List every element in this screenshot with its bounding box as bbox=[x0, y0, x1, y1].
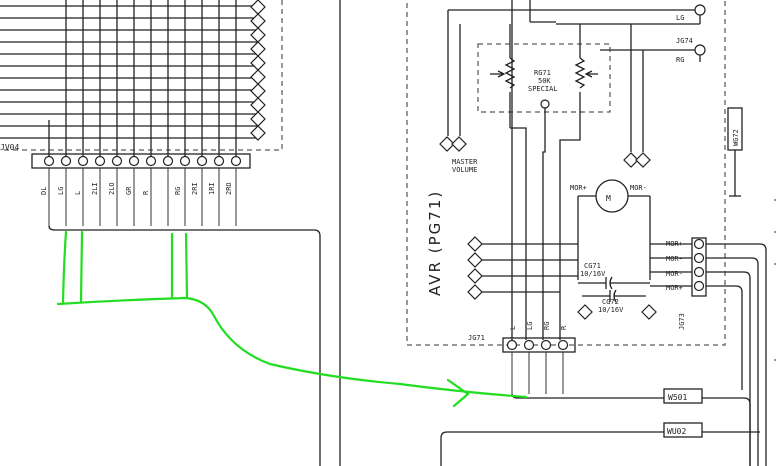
jg71-connector: JG71 L LG RG R bbox=[468, 322, 576, 353]
wg72-box: WG72 bbox=[727, 107, 743, 197]
jg71-pin: RG bbox=[543, 322, 551, 330]
pot-type: SPECIAL bbox=[528, 85, 558, 93]
cg72-value: 10/16V bbox=[598, 306, 624, 314]
rg71-potentiometer: RG71 50K SPECIAL bbox=[477, 24, 611, 128]
jg74-label: JG74 bbox=[676, 37, 693, 45]
pot-ref: RG71 bbox=[534, 69, 551, 77]
jv04-pin-labels: DL LG L 2LI 2LO GR R RG 2RI 1RI 2RO bbox=[40, 182, 233, 195]
motor-plus-label: MOR+ bbox=[570, 184, 587, 192]
jg73-connector: MOR+ MOR- MOR- MOR+ JG73 bbox=[650, 237, 767, 466]
pin-label: 2LI bbox=[91, 182, 99, 195]
motor-minus-label: MOR- bbox=[630, 184, 647, 192]
lg-label: LG bbox=[676, 14, 684, 22]
motor-symbol: M MOR+ MOR- bbox=[570, 179, 651, 280]
jv04-connector: JV04 bbox=[0, 143, 251, 169]
pin-label: 2RI bbox=[191, 182, 199, 195]
pot-to-jg71-wires bbox=[510, 0, 581, 340]
jg73-pin: MOR- bbox=[666, 255, 683, 263]
green-annotation-arrow bbox=[56, 230, 528, 408]
left-wire-ladder bbox=[0, 0, 258, 156]
avr-module-title: AVR (PG71) bbox=[426, 190, 444, 296]
jg73-pin: MOR- bbox=[666, 270, 683, 278]
jg71-pin: R bbox=[560, 325, 568, 330]
top-right-terminals: LG JG74 RG bbox=[448, 4, 706, 64]
capacitor-cg72: CG72 10/16V bbox=[577, 289, 657, 320]
jg71-pin: LG bbox=[526, 322, 534, 330]
w501-label: W501 bbox=[668, 393, 687, 402]
right-pot-terminals bbox=[623, 24, 651, 168]
pin-label: LG bbox=[57, 187, 65, 195]
master-volume-terminals: MASTER VOLUME bbox=[439, 10, 478, 174]
jv04-ref: JV04 bbox=[0, 143, 19, 152]
jg73-pin: MOR+ bbox=[666, 284, 683, 292]
wg72-ref: WG72 bbox=[732, 129, 740, 146]
motor-letter: M bbox=[606, 194, 611, 203]
pin-label: 1RI bbox=[208, 182, 216, 195]
module-left-diamonds bbox=[467, 236, 578, 300]
wu02-label: WU02 bbox=[667, 427, 686, 436]
w501-bundle: W501 bbox=[511, 352, 751, 466]
pin-label: GR bbox=[125, 186, 133, 195]
cg71-ref: CG71 bbox=[584, 262, 601, 270]
pin-label: 2LO bbox=[108, 182, 116, 195]
pin-label: L bbox=[74, 191, 82, 195]
capacitor-cg71: CG71 10/16V bbox=[578, 262, 650, 290]
rg-label: RG bbox=[676, 56, 684, 64]
pot-value: 50K bbox=[538, 77, 551, 85]
left-dashed-boundary bbox=[0, 0, 283, 151]
wu02-bundle: WU02 bbox=[440, 422, 760, 466]
pin-label: DL bbox=[40, 187, 48, 195]
diamond-terminal-column bbox=[250, 0, 266, 141]
master-volume-label: MASTER bbox=[452, 158, 478, 166]
pin-label: R bbox=[142, 190, 150, 195]
pin-label: 2RO bbox=[225, 182, 233, 195]
jg73-ref: JG73 bbox=[678, 313, 686, 330]
right-margin-dots bbox=[774, 199, 776, 361]
avr-module-boundary bbox=[406, 0, 726, 346]
master-volume-label-2: VOLUME bbox=[452, 166, 477, 174]
cg71-value: 10/16V bbox=[580, 270, 606, 278]
cable-bundle-left bbox=[48, 168, 321, 466]
pin-label: RG bbox=[174, 187, 182, 195]
jg71-ref: JG71 bbox=[468, 334, 485, 342]
jg71-pin: L bbox=[509, 326, 517, 330]
